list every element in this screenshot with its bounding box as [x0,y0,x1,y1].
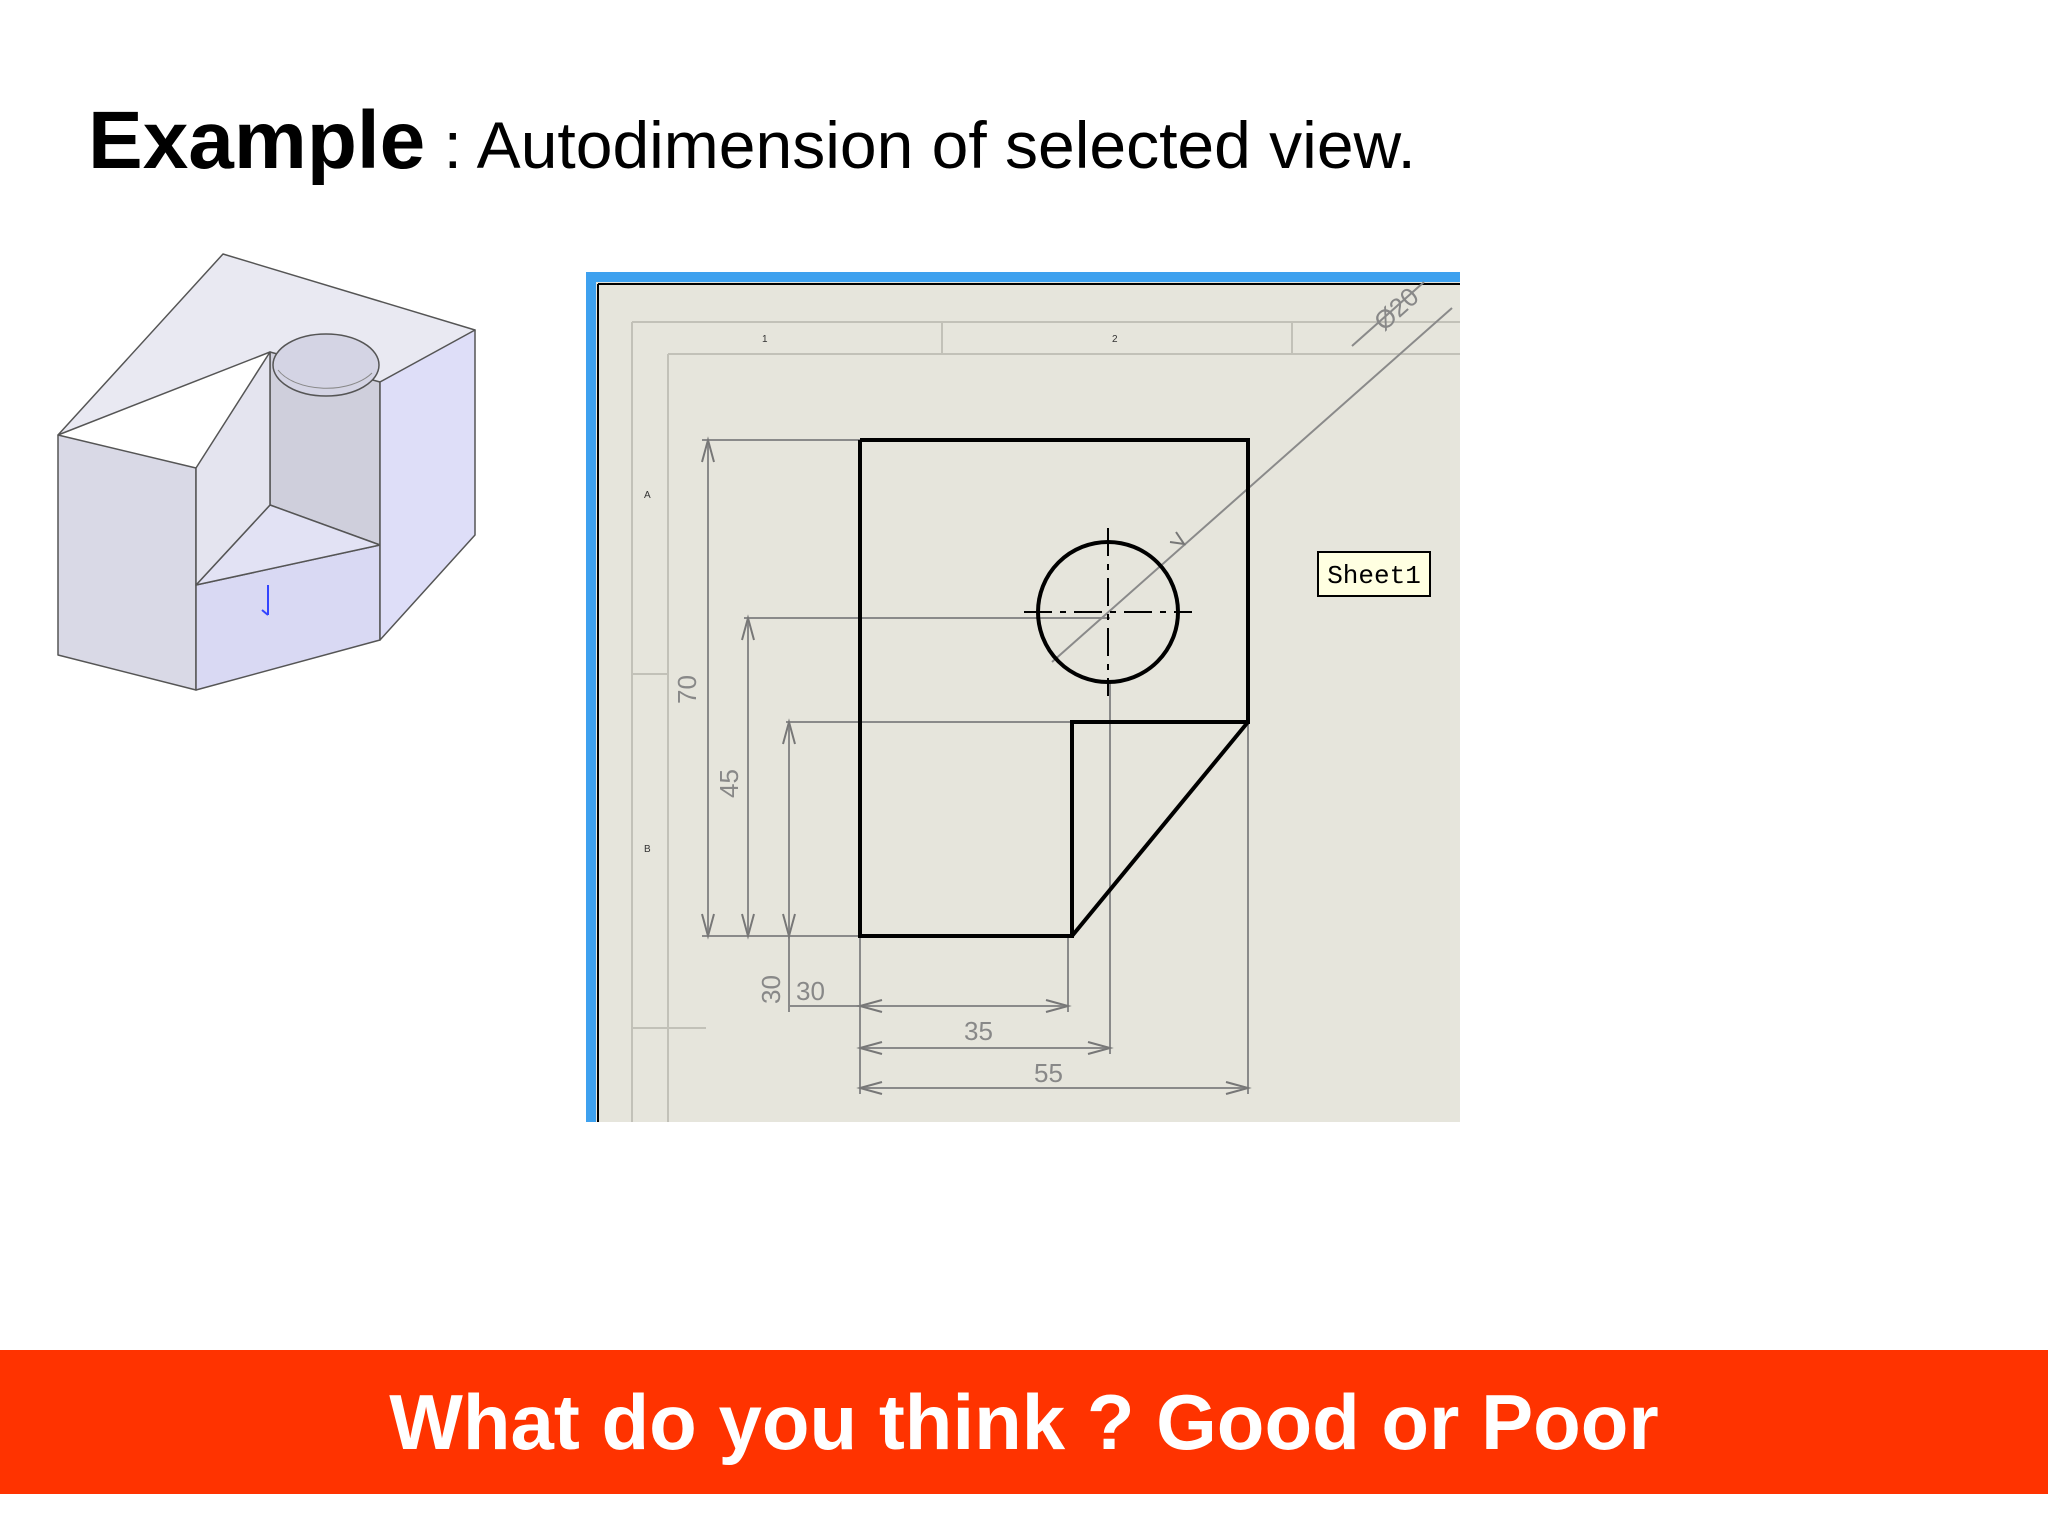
axis-marker-icon [261,585,269,616]
part-side-face [379,329,476,641]
part-hole [272,333,380,397]
sheet-tooltip: Sheet1 [1317,551,1431,597]
title-description: Autodimension of selected view. [476,108,1416,182]
hole-centerlines [1024,528,1192,696]
dimension-arrows [701,436,1252,1095]
title-emphasis: Example [88,95,426,186]
dim-width-30: 30 [796,976,825,1006]
window-frame-left [586,272,596,1122]
slide-title: Example : Autodimension of selected view… [88,100,1416,182]
question-banner: What do you think ? Good or Poor [0,1350,2048,1494]
dim-width-55: 55 [1034,1058,1063,1088]
cad-drawing-sheet: 1 2 A B [586,272,1460,1122]
part-notch-left-wall [195,351,271,586]
border-label-row-b: B [644,844,651,855]
dim-height-45: 45 [714,769,744,798]
isometric-part-image [57,253,476,691]
dimension-lines [702,281,1453,1094]
dim-height-70: 70 [672,675,702,704]
window-frame-top [586,272,1460,282]
question-banner-text: What do you think ? Good or Poor [389,1377,1659,1466]
sheet-border [631,321,1460,1122]
border-label-col-1: 1 [762,334,768,345]
title-separator: : [425,108,477,182]
border-label-col-2: 2 [1112,334,1118,345]
dim-height-30: 30 [756,975,786,1004]
part-front-face [57,434,197,691]
sheet-tooltip-label: Sheet1 [1327,561,1421,591]
border-label-row-a: A [644,490,651,501]
dim-width-35: 35 [964,1016,993,1046]
